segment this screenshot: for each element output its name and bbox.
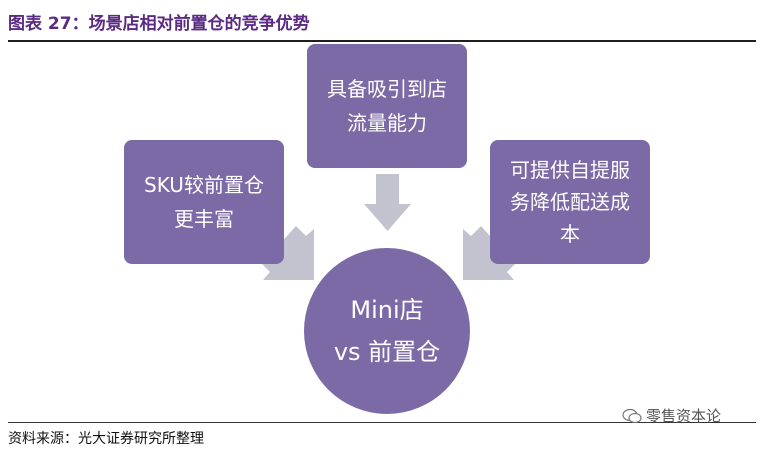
title-rule [8, 40, 756, 42]
watermark: 零售资本论 [622, 405, 721, 426]
box-pickup: 可提供自提服 务降低配送成 本 [490, 140, 650, 264]
center-circle: Mini店 vs 前置仓 [304, 248, 470, 414]
center-line-2: vs 前置仓 [333, 338, 441, 366]
footer-rule [8, 422, 756, 423]
box-pickup-line-3: 本 [560, 222, 580, 246]
arrow-left [261, 226, 314, 280]
figure-title: 图表 27：场景店相对前置仓的竞争优势 [8, 14, 310, 34]
box-traffic: 具备吸引到店 流量能力 [307, 44, 467, 168]
box-sku-line-1: SKU较前置仓 [144, 173, 264, 197]
box-traffic-line-1: 具备吸引到店 [327, 77, 447, 101]
box-pickup-line-2: 务降低配送成 [510, 190, 630, 214]
source-note: 资料来源：光大证券研究所整理 [8, 431, 204, 447]
wechat-icon [622, 408, 642, 423]
box-pickup-line-1: 可提供自提服 [510, 158, 630, 182]
box-traffic-line-2: 流量能力 [347, 111, 427, 135]
center-line-1: Mini店 [350, 296, 424, 324]
box-sku: SKU较前置仓 更丰富 [124, 140, 284, 264]
arrow-right [463, 226, 516, 280]
watermark-text: 零售资本论 [646, 407, 722, 425]
arrow-top [364, 174, 411, 231]
box-sku-line-2: 更丰富 [174, 207, 234, 231]
